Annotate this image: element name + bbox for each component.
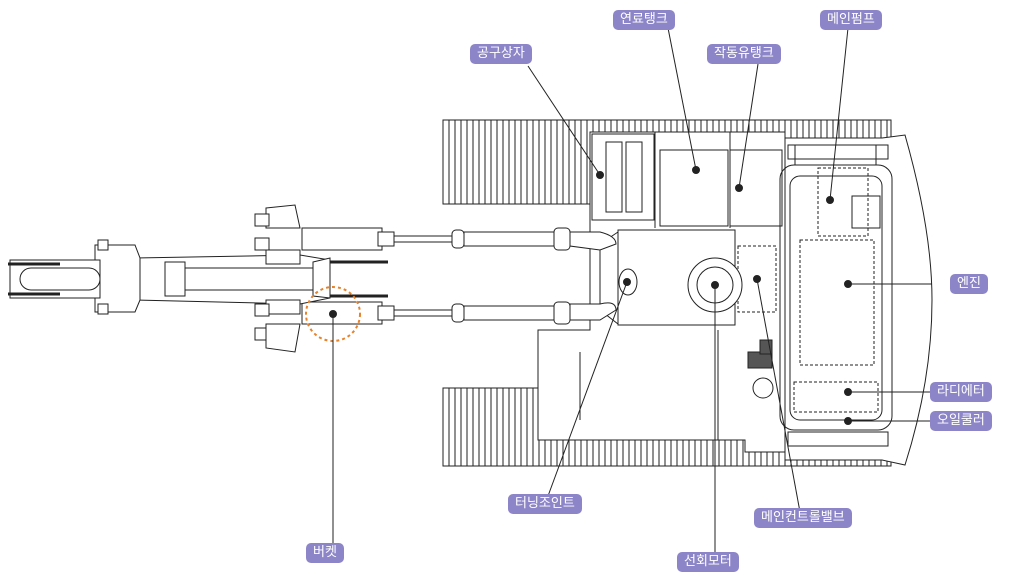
label-toolbox: 공구상자: [470, 44, 532, 64]
label-engine: 엔진: [950, 274, 988, 294]
label-turning-joint: 터닝조인트: [508, 494, 582, 514]
fuel-tank: [659, 149, 729, 227]
dashed-components: [737, 167, 879, 413]
boom-arm: [8, 227, 617, 325]
label-bucket: 버켓: [306, 543, 344, 563]
leader-lines: [329, 27, 932, 555]
label-radiator: 라디에터: [930, 382, 992, 402]
toolbox: [591, 133, 655, 221]
label-oil-cooler: 오일쿨러: [930, 411, 992, 431]
label-fuel-tank: 연료탱크: [613, 10, 675, 30]
boom-brackets: [254, 204, 301, 353]
label-swing-motor: 선회모터: [677, 552, 739, 572]
hydraulic-tank: [729, 149, 783, 227]
label-hydraulic-tank: 작동유탱크: [707, 44, 781, 64]
engine-compartment: [779, 144, 893, 447]
label-main-pump: 메인펌프: [820, 10, 882, 30]
label-main-control-valve: 메인컨트롤밸브: [754, 508, 852, 528]
